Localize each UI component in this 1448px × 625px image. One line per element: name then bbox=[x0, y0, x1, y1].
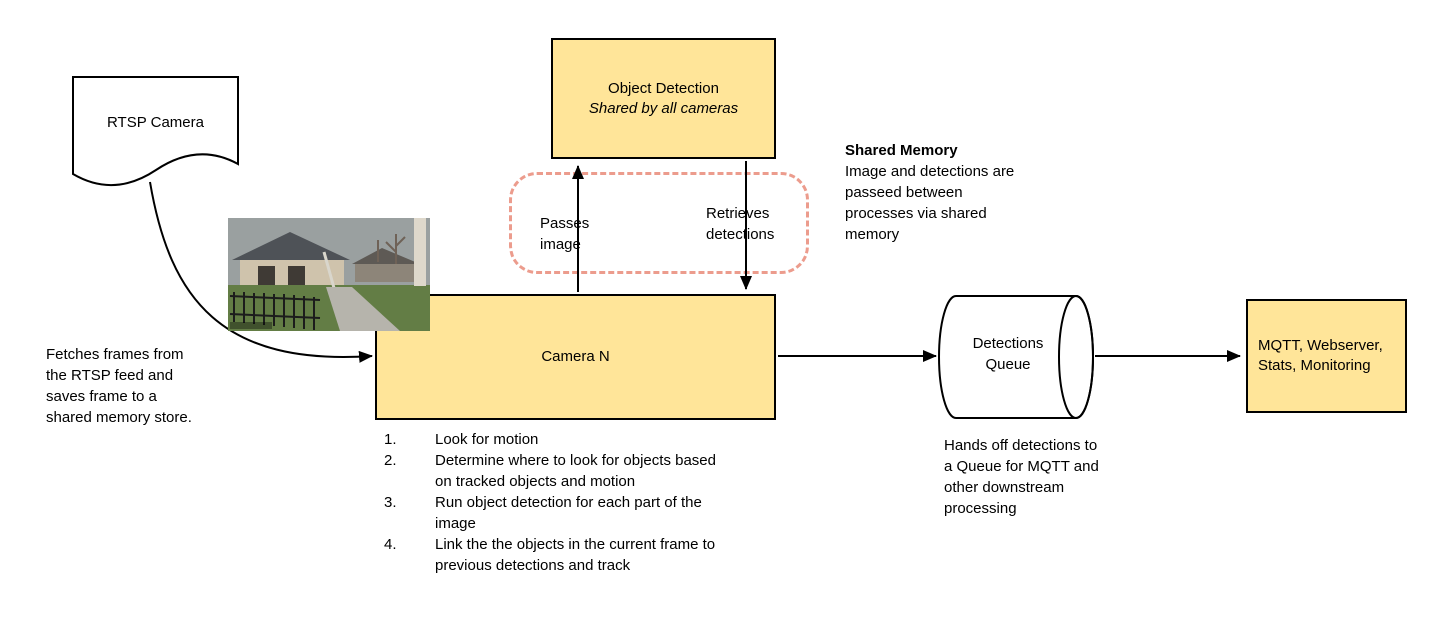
step-item: 4. Link the the objects in the current f… bbox=[384, 534, 749, 576]
step-text: Determine where to look for objects base… bbox=[435, 452, 716, 490]
step-number: 3. bbox=[384, 494, 397, 511]
passes-image-label: Passes image bbox=[540, 215, 590, 253]
outputs-node: MQTT, Webserver, Stats, Monitoring bbox=[1246, 299, 1407, 413]
shared-memory-heading: Shared Memory bbox=[845, 142, 958, 159]
object-detection-subtitle: Shared by all cameras bbox=[588, 99, 739, 117]
shared-memory-note: Shared Memory Image and detections are p… bbox=[845, 140, 1030, 245]
camera-steps-list: 1. Look for motion 2. Determine where to… bbox=[384, 429, 749, 576]
step-text: Look for motion bbox=[435, 431, 539, 448]
shared-memory-body: Image and detections are passeed between… bbox=[845, 163, 1015, 243]
step-item: 3. Run object detection for each part of… bbox=[384, 492, 749, 534]
hands-off-note: Hands off detections to a Queue for MQTT… bbox=[944, 437, 1099, 517]
camera-n-label: Camera N bbox=[541, 348, 610, 365]
retrieves-detections-label: Retrieves detections bbox=[706, 205, 775, 243]
step-number: 2. bbox=[384, 452, 397, 469]
fetches-note: Fetches frames from the RTSP feed and sa… bbox=[46, 346, 192, 426]
step-text: Run object detection for each part of th… bbox=[435, 494, 702, 532]
rtsp-camera-label: RTSP Camera bbox=[107, 114, 204, 131]
step-item: 2. Determine where to look for objects b… bbox=[384, 450, 749, 492]
outputs-label: MQTT, Webserver, Stats, Monitoring bbox=[1258, 337, 1383, 374]
step-text: Link the the objects in the current fram… bbox=[435, 536, 716, 574]
detections-queue-label: Detections Queue bbox=[972, 335, 1044, 373]
object-detection-node: Object Detection Shared by all cameras bbox=[551, 38, 776, 159]
rtsp-document-shape bbox=[72, 76, 239, 186]
step-number: 4. bbox=[384, 536, 397, 553]
arrow-rtsp-to-camera bbox=[149, 181, 373, 363]
queue-cylinder-end-cap bbox=[1058, 295, 1094, 419]
shared-memory-zone bbox=[509, 172, 809, 274]
camera-snapshot-image bbox=[228, 218, 430, 331]
camera-n-node: Camera N bbox=[375, 294, 776, 420]
step-number: 1. bbox=[384, 431, 397, 448]
object-detection-title: Object Detection bbox=[608, 79, 719, 97]
step-item: 1. Look for motion bbox=[384, 429, 749, 450]
